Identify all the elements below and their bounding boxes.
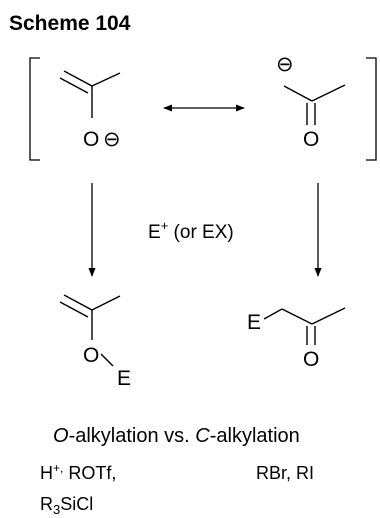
reaction-conditions: E+ (or EX): [148, 218, 234, 243]
enolate-charge: ⊖: [103, 128, 121, 151]
right-bracket: [366, 57, 377, 161]
resonance-brackets: [29, 57, 377, 161]
carbanion-oxygen: O: [303, 128, 319, 151]
electrophile-charge: +: [161, 218, 169, 233]
c-label-rest: -alkylation: [210, 425, 300, 447]
o-reagents-line2: R3SiCl: [40, 494, 93, 517]
left-bracket: [29, 57, 40, 161]
enolate-oxygen: O: [83, 128, 99, 151]
scheme-title: Scheme 104: [9, 12, 131, 35]
silyl-rest: SiCl: [60, 494, 93, 514]
c-alkylation-product: [263, 307, 346, 345]
o-label-rest: -alkylation vs.: [69, 425, 196, 447]
o-reagents-line1: H+, ROTf,: [40, 461, 116, 483]
c-italic: C: [195, 425, 210, 447]
o-product-electrophile: E: [117, 367, 131, 390]
o-alkylation-product: [59, 294, 121, 367]
alkylation-caption: O-alkylation vs. C-alkylation: [53, 425, 300, 447]
o-product-oxygen: O: [83, 344, 99, 367]
silyl-r: R: [40, 494, 53, 514]
o-italic: O: [53, 425, 69, 447]
silyl-subscript: 3: [53, 502, 60, 517]
triflate-reagent: ROTf,: [63, 463, 116, 483]
electrophile: E: [148, 222, 161, 243]
enolate-structure: [59, 70, 121, 118]
proton: H: [40, 463, 53, 483]
carbanion-charge: ⊖: [276, 53, 294, 76]
carbanion-structure: [283, 84, 346, 125]
c-reagents: RBr, RI: [256, 463, 314, 483]
c-product-electrophile: E: [247, 311, 261, 334]
proton-charge: +,: [53, 461, 63, 475]
c-product-oxygen: O: [303, 348, 319, 371]
conditions-alternative: (or EX): [168, 222, 233, 243]
